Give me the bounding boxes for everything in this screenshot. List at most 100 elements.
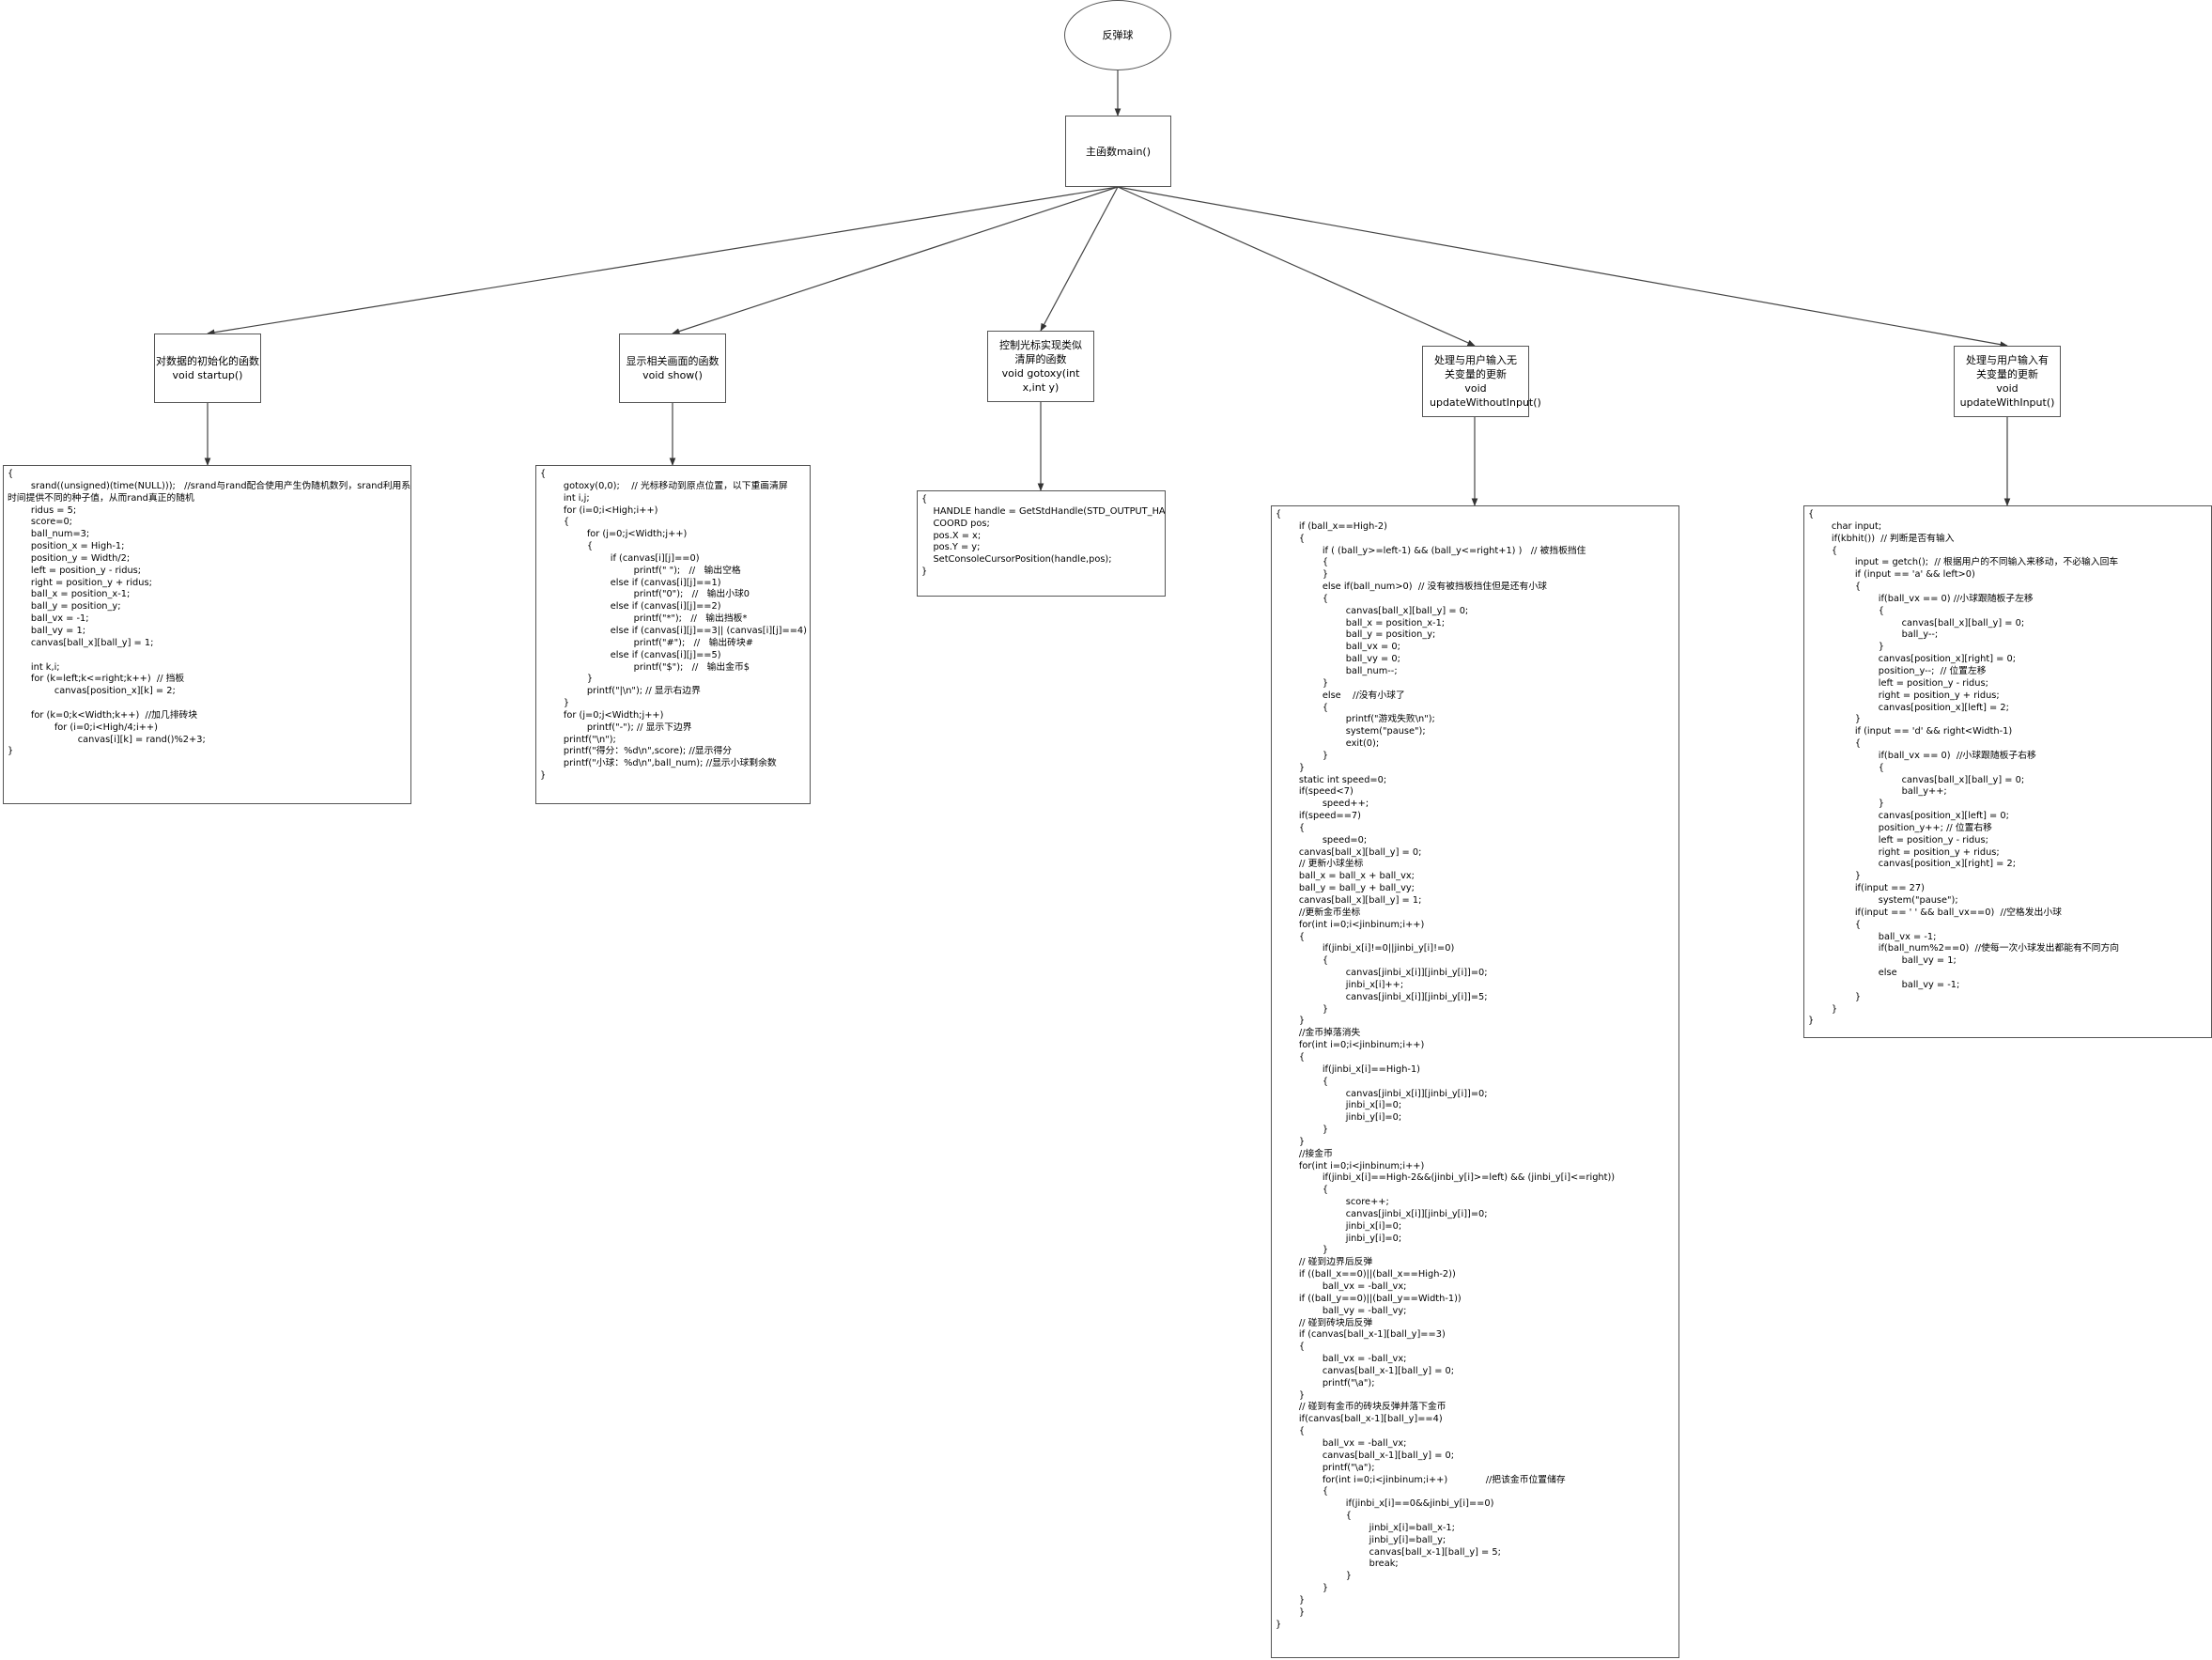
code-line: { — [1808, 919, 1862, 930]
root-label: 反弹球 — [1102, 29, 1134, 41]
code-line: canvas[position_x][left] = 2; — [1808, 702, 2009, 713]
code-line: { — [1276, 557, 1329, 568]
code-line: ball_x = position_x-1; — [1276, 617, 1446, 628]
code-line: input = getch(); // 根据用户的不同输入来移动，不必输入回车 — [1808, 557, 2119, 568]
code-line: // 碰到有金币的砖块反弹并落下金币 — [1276, 1402, 1446, 1413]
function-node-update-with-input: 处理与用户输入有关变量的更新 void updateWithInput() — [1954, 346, 2061, 417]
code-line: if(jinbi_x[i]==0&&jinbi_y[i]==0) — [1276, 1498, 1494, 1510]
code-line: for(int i=0;i<jinbinum;i++) — [1276, 1040, 1425, 1051]
code-line: } — [540, 770, 547, 782]
code-line: } — [1276, 677, 1329, 689]
code-line: } — [1276, 569, 1329, 581]
code-line: if(jinbi_x[i]==High-2&&(jinbi_y[i]>=left… — [1276, 1172, 1616, 1184]
code-line — [8, 650, 407, 662]
code-line — [8, 698, 407, 710]
code-line: // 碰到砖块后反弹 — [1276, 1317, 1373, 1328]
function-node-gotoxy: 控制光标实现类似清屏的函数 void gotoxy(int x,int y) — [987, 331, 1094, 402]
code-line: if(kbhit()) // 判断是否有输入 — [1808, 533, 1955, 544]
code-line: } — [1808, 1016, 1815, 1027]
code-line: } — [8, 746, 14, 757]
function-node-update-without-input: 处理与用户输入无关变量的更新 void updateWithoutInput() — [1422, 346, 1541, 417]
code-block-gotoxy: { HANDLE handle = GetStdHandle(STD_OUTPU… — [917, 490, 1166, 597]
code-line: printf("得分：%d\n",score); //显示得分 — [540, 746, 733, 757]
function-signature: void gotoxy(int x,int y) — [1001, 367, 1080, 394]
function-title: 对数据的初始化的函数 — [156, 355, 259, 367]
code-line: { — [1276, 1511, 1352, 1522]
code-line: static int speed=0; — [1276, 774, 1387, 785]
code-line: { — [540, 541, 594, 552]
code-line: if(ball_vx == 0) //小球跟随板子右移 — [1808, 750, 2036, 761]
code-line: if(jinbi_x[i]==High-1) — [1276, 1063, 1420, 1075]
code-line: //接金币 — [1276, 1148, 1333, 1159]
code-line: position_x = High-1; — [8, 541, 125, 552]
code-line: ball_vy = 0; — [1276, 654, 1400, 665]
code-line: { — [1276, 1342, 1306, 1353]
code-line: ball_y = ball_y + ball_vy; — [1276, 883, 1415, 894]
code-line: if(jinbi_x[i]!=0||jinbi_y[i]!=0) — [1276, 943, 1455, 954]
code-line: { — [1276, 1486, 1329, 1497]
code-line: jinbi_x[i]++; — [1276, 979, 1404, 990]
code-line: } — [1276, 1245, 1329, 1256]
code-line: { — [1808, 509, 1815, 520]
code-line: else if (canvas[i][j]==5) — [540, 649, 721, 660]
code-line: { — [1276, 702, 1329, 713]
code-line: if (canvas[ball_x-1][ball_y]==3) — [1276, 1329, 1446, 1341]
code-line: } — [1276, 1016, 1306, 1027]
code-line: ball_vy = -1; — [1808, 979, 1960, 990]
root-node: 反弹球 — [1064, 0, 1171, 70]
code-line: jinbi_y[i]=ball_y; — [1276, 1534, 1446, 1545]
edge-main-update-without-input — [1117, 186, 1476, 347]
function-signature: void startup() — [172, 369, 243, 381]
code-line: ball_vx = -ball_vx; — [1276, 1437, 1407, 1449]
code-line: } — [1276, 1619, 1282, 1630]
code-line: exit(0); — [1276, 738, 1380, 750]
code-line: for (k=0;k<Width;k++) //加几排砖块 — [8, 709, 198, 721]
code-line: printf("\a"); — [1276, 1462, 1375, 1473]
code-line: { — [1808, 582, 1862, 593]
code-line: { — [1808, 738, 1862, 750]
code-line: } — [1276, 1389, 1306, 1401]
code-line: if(speed<7) — [1276, 786, 1353, 798]
code-line: jinbi_x[i]=0; — [1276, 1100, 1402, 1111]
code-block-update-with-input: { char input; if(kbhit()) // 判断是否有输入 { i… — [1803, 505, 2212, 1038]
code-line: if ((ball_y==0)||(ball_y==Width-1)) — [1276, 1293, 1462, 1304]
code-line: { — [1276, 1051, 1306, 1063]
code-line: canvas[position_x][left] = 0; — [1808, 811, 2009, 822]
code-line: } — [1276, 1594, 1306, 1606]
code-line: { — [1276, 822, 1306, 833]
code-line: jinbi_y[i]=0; — [1276, 1112, 1402, 1124]
code-line: int i,j; — [540, 492, 590, 504]
code-line: { — [1808, 545, 1838, 556]
code-block-show: { gotoxy(0,0); // 光标移动到原点位置，以下重画清屏 int i… — [535, 465, 811, 804]
code-line: } — [1276, 1136, 1306, 1147]
code-line: //更新金币坐标 — [1276, 907, 1361, 918]
code-line: pos.Y = y; — [921, 542, 981, 553]
code-line: ball_vx = -1; — [1808, 931, 1937, 942]
code-line: } — [1808, 1003, 1838, 1015]
code-line: } — [1808, 991, 1862, 1002]
code-line: canvas[ball_x][ball_y] = 0; — [1276, 846, 1422, 858]
code-line: } — [540, 674, 594, 685]
code-line: } — [1808, 642, 1884, 653]
code-line: position_y = Width/2; — [8, 552, 131, 564]
code-line: canvas[ball_x][ball_y] = 1; — [1276, 895, 1422, 906]
code-line: if(input == ' ' && ball_vx==0) //空格发出小球 — [1808, 907, 2062, 918]
code-line: { — [1276, 509, 1282, 520]
code-line: ball_num--; — [1276, 665, 1398, 676]
code-line: canvas[ball_x][ball_y] = 0; — [1276, 605, 1469, 616]
code-line: position_y--; // 位置左移 — [1808, 665, 1987, 676]
code-line: { — [540, 517, 570, 528]
code-line: speed=0; — [1276, 834, 1368, 846]
code-line: ball_vx = 0; — [1276, 642, 1400, 653]
code-line: canvas[ball_x][ball_y] = 1; — [8, 637, 154, 648]
code-line: system("pause"); — [1276, 726, 1426, 737]
main-function-node: 主函数main() — [1065, 116, 1171, 187]
code-line: printf(" "); // 输出空格 — [540, 565, 741, 576]
code-line: } — [1276, 762, 1306, 773]
code-line: if(canvas[ball_x-1][ball_y]==4) — [1276, 1414, 1443, 1425]
code-line: ball_x = position_x-1; — [8, 589, 131, 600]
code-line: score++; — [1276, 1197, 1389, 1208]
code-line: if (input == 'a' && left>0) — [1808, 569, 1975, 581]
code-line: ball_x = ball_x + ball_vx; — [1276, 871, 1415, 882]
code-line: SetConsoleCursorPosition(handle,pos); — [921, 554, 1112, 566]
